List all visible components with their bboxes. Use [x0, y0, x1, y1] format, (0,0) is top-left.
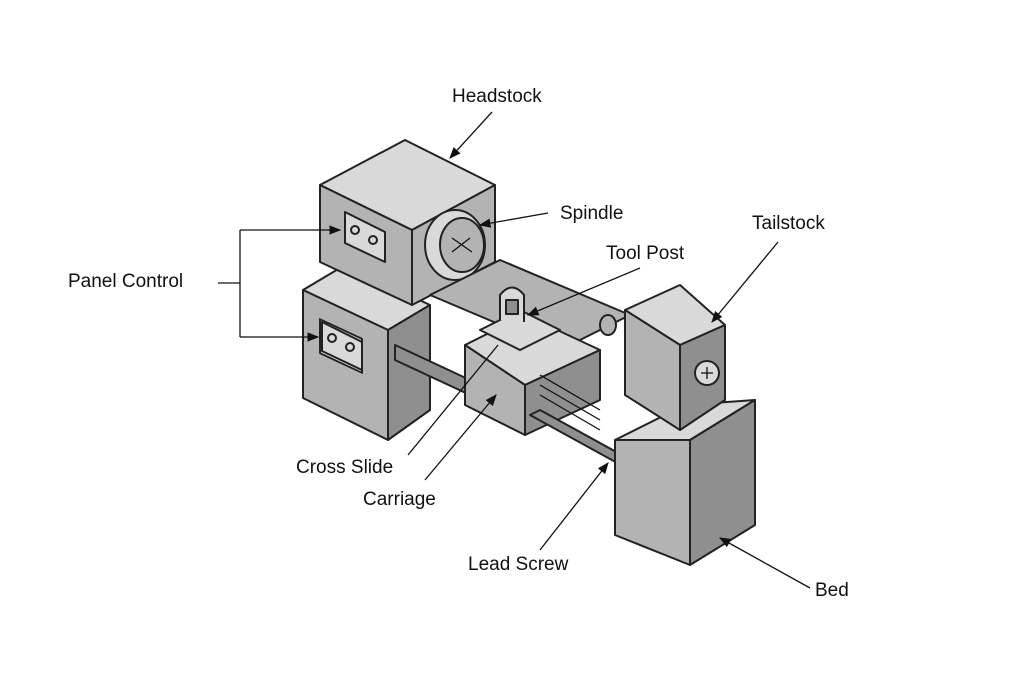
label-headstock: Headstock: [452, 86, 542, 107]
label-bed: Bed: [815, 580, 849, 601]
label-spindle: Spindle: [560, 203, 624, 224]
label-tool-post: Tool Post: [606, 243, 685, 264]
label-cross-slide: Cross Slide: [296, 457, 394, 478]
label-carriage: Carriage: [363, 489, 436, 510]
label-panel-control: Panel Control: [68, 271, 184, 292]
label-tailstock: Tailstock: [752, 213, 825, 234]
leader-lines: [218, 111, 811, 589]
label-lead-screw: Lead Screw: [468, 554, 569, 575]
spindle: [424, 209, 486, 281]
tailstock: [599, 284, 726, 431]
